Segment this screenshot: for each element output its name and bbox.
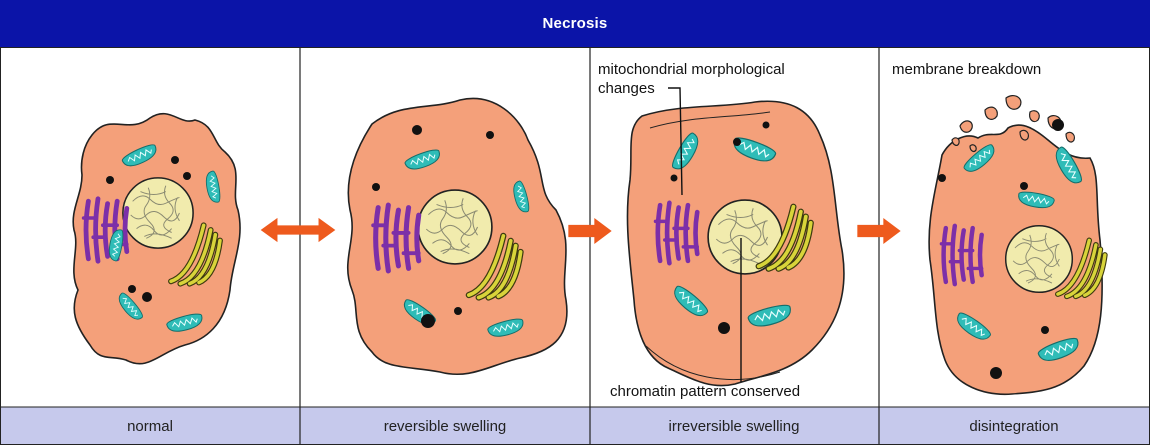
nucleus-icon: [708, 200, 782, 274]
caption-reversible-swelling: reversible swelling: [384, 418, 507, 435]
chromatin-annotation: chromatin pattern conserved: [610, 383, 800, 400]
bidirectional-arrow-icon: [261, 218, 336, 242]
nucleus-icon: [123, 178, 193, 248]
cell-normal: [73, 114, 240, 364]
caption-irreversible-swelling: irreversible swelling: [669, 418, 800, 435]
nucleus-icon: [1006, 226, 1073, 293]
cell-irreversible-swelling: [627, 101, 843, 385]
caption-normal: normal: [127, 418, 173, 435]
mito-annotation-line1: mitochondrial morphological: [598, 61, 785, 78]
cell-reversible-swelling: [348, 99, 567, 375]
mito-annotation-line2: changes: [598, 80, 655, 97]
membrane-annotation: membrane breakdown: [892, 61, 1041, 78]
nucleus-icon: [418, 190, 492, 264]
cell-disintegration: [929, 96, 1105, 395]
caption-disintegration: disintegration: [969, 418, 1058, 435]
